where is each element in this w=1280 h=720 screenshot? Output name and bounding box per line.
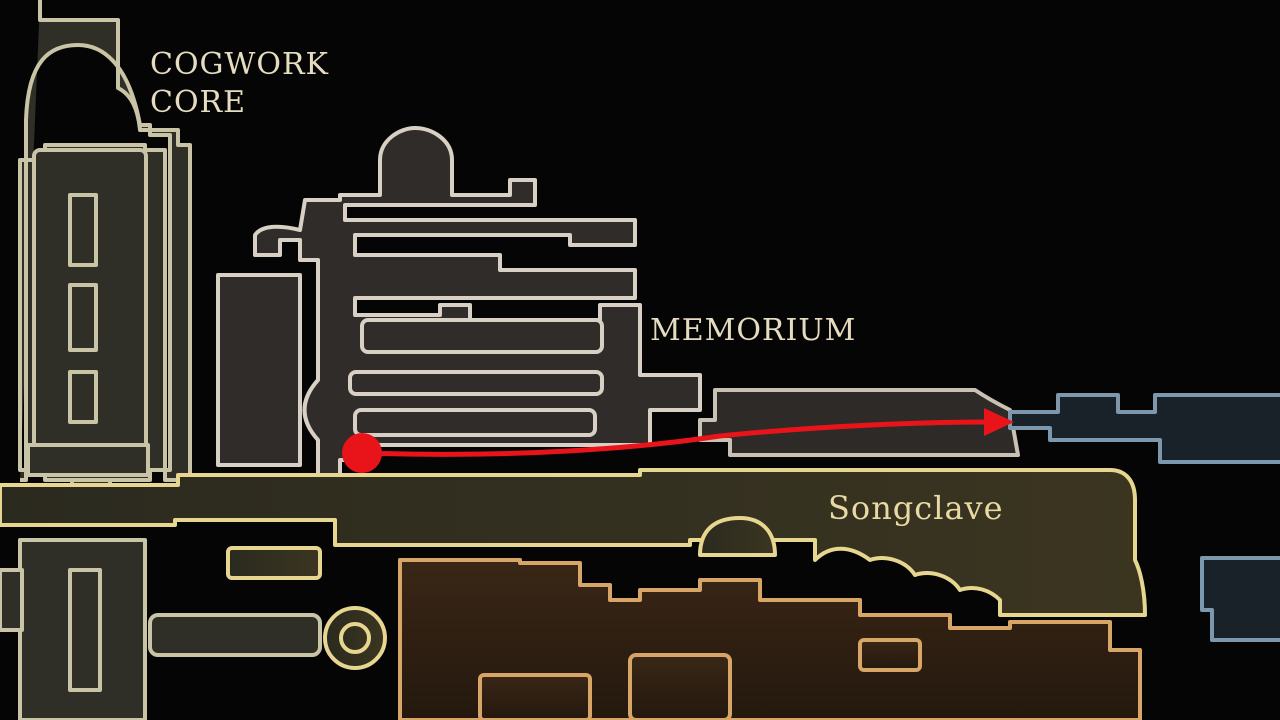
cogwork-core-label-line-1: COGWORK <box>150 47 329 82</box>
blue-region[interactable] <box>1008 393 1280 642</box>
route-start-marker <box>342 433 382 473</box>
memorium-label: MEMORIUM <box>650 313 857 348</box>
songclave-region[interactable] <box>0 468 1147 670</box>
memorium-region[interactable] <box>216 126 702 477</box>
cogwork-core-label: COGWORK CORE <box>150 46 329 122</box>
songclave-label: Songclave <box>828 489 1004 527</box>
route-arrowhead <box>984 408 1014 436</box>
cogwork-core-label-line-2: CORE <box>150 85 247 120</box>
lower-region[interactable] <box>398 558 1142 720</box>
route <box>342 408 1014 473</box>
route-path <box>359 419 995 457</box>
